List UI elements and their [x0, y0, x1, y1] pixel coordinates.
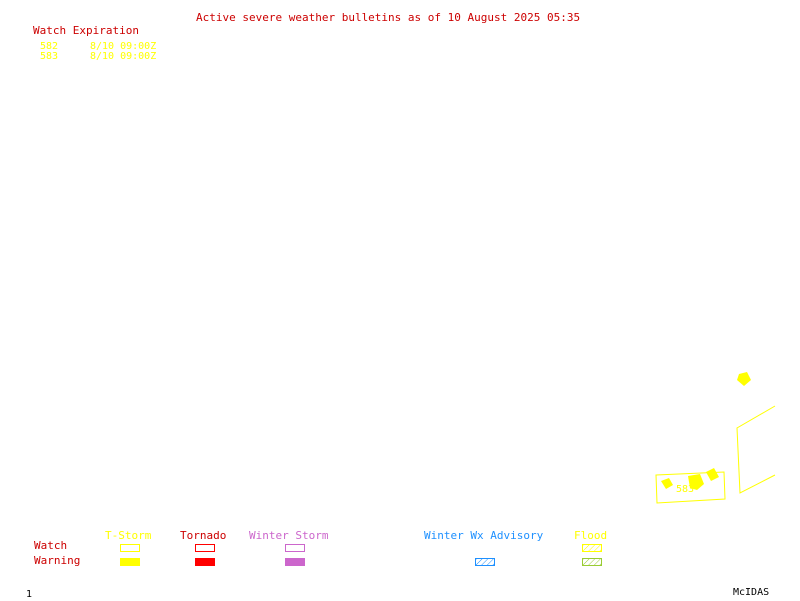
- legend-tstorm-watch-swatch: [120, 544, 140, 552]
- legend-watch-row-label: Watch: [34, 539, 68, 552]
- legend-tornado-warning-swatch: [195, 558, 215, 566]
- tstorm-warning-polygon: [688, 474, 704, 490]
- tstorm-warning-polygon: [661, 478, 673, 489]
- legend-tornado-watch-swatch: [195, 544, 215, 552]
- watch-583-outline: [655, 471, 726, 504]
- legend-tstorm-warning-swatch: [120, 558, 140, 566]
- tstorm-warning-polygon: [706, 468, 719, 481]
- frame-number: 1: [26, 589, 33, 600]
- legend-flood-watch-swatch: [582, 544, 602, 552]
- watch-583-label: 583: [676, 484, 694, 495]
- watch-expiration: 8/10 09:00Z: [90, 41, 157, 52]
- legend-tornado-label: Tornado: [180, 529, 227, 542]
- watch-id: 583: [40, 51, 59, 62]
- legend-tstorm-label: T-Storm: [105, 529, 152, 542]
- legend-winter-wx-advisory-swatch: [475, 558, 495, 566]
- bulletin-title: Active severe weather bulletins as of 10…: [196, 11, 581, 24]
- watch-expiration-header: Watch Expiration: [33, 24, 139, 37]
- legend-winter-wx-advisory-label: Winter Wx Advisory: [424, 529, 544, 542]
- legend-winter-storm-warning-swatch: [285, 558, 305, 566]
- legend-winter-storm-watch-swatch: [285, 544, 305, 552]
- legend-warning-row-label: Warning: [34, 554, 81, 567]
- watch-expiration: 8/10 09:00Z: [90, 51, 157, 62]
- mcidas-brand: McIDAS: [733, 587, 770, 598]
- legend-winter-storm-label: Winter Storm: [249, 529, 329, 542]
- legend-flood-warning-swatch: [582, 558, 602, 566]
- tstorm-warning-polygon: [737, 372, 751, 386]
- watch-id: 582: [40, 41, 59, 52]
- legend-flood-label: Flood: [574, 529, 608, 542]
- watch-582-outline: [736, 405, 776, 494]
